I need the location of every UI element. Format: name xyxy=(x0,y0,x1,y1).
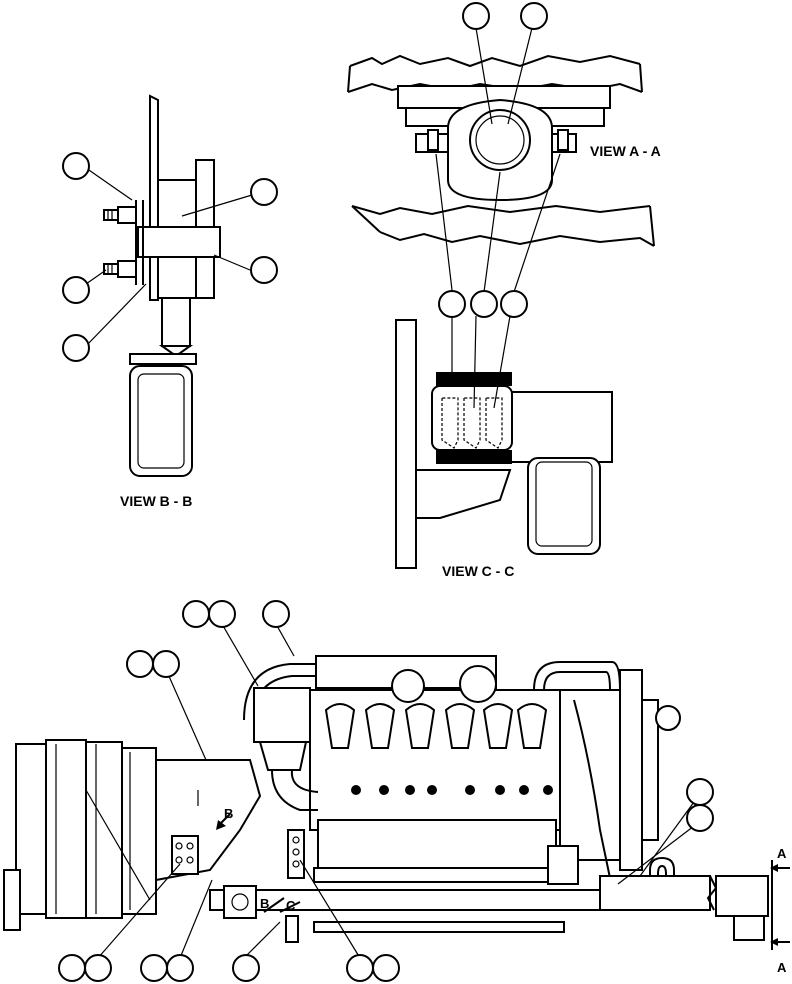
callout-e-1 xyxy=(126,650,154,678)
callout-e-9 xyxy=(84,954,112,982)
callout-e-8 xyxy=(58,954,86,982)
callout-e-4 xyxy=(208,600,236,628)
view-b-label: VIEW B - B xyxy=(120,493,192,509)
callout-e-6 xyxy=(686,778,714,806)
callout-b-1 xyxy=(62,152,90,180)
view-c-label: VIEW C - C xyxy=(442,563,514,579)
callout-b-2 xyxy=(250,178,278,206)
callout-e-2 xyxy=(152,650,180,678)
section-marker-b: B xyxy=(224,806,233,821)
callout-e-3 xyxy=(182,600,210,628)
section-marker-c-bottom: C xyxy=(286,898,296,913)
section-marker-a-bottom: A xyxy=(777,960,787,975)
callout-a-2 xyxy=(520,2,548,30)
callout-e-7 xyxy=(686,804,714,832)
section-marker-a-top: A xyxy=(777,846,787,861)
callout-b-3 xyxy=(250,256,278,284)
view-c-c-drawing xyxy=(395,315,613,569)
callout-c-2 xyxy=(470,290,498,318)
callout-b-4 xyxy=(62,276,90,304)
callout-e-12 xyxy=(232,954,260,982)
callout-c-1 xyxy=(438,290,466,318)
callout-e-5 xyxy=(262,600,290,628)
view-a-label: VIEW A - A xyxy=(590,143,661,159)
callout-a-1 xyxy=(462,2,490,30)
callout-c-3 xyxy=(500,290,528,318)
engine-assembly-drawing xyxy=(3,623,790,959)
section-marker-b-bottom: B xyxy=(260,896,269,911)
callout-e-13 xyxy=(346,954,374,982)
view-b-b-drawing xyxy=(85,94,253,477)
callout-e-10 xyxy=(140,954,168,982)
view-a-a-drawing xyxy=(347,27,655,293)
callout-e-11 xyxy=(166,954,194,982)
callout-b-5 xyxy=(62,334,90,362)
callout-e-14 xyxy=(372,954,400,982)
